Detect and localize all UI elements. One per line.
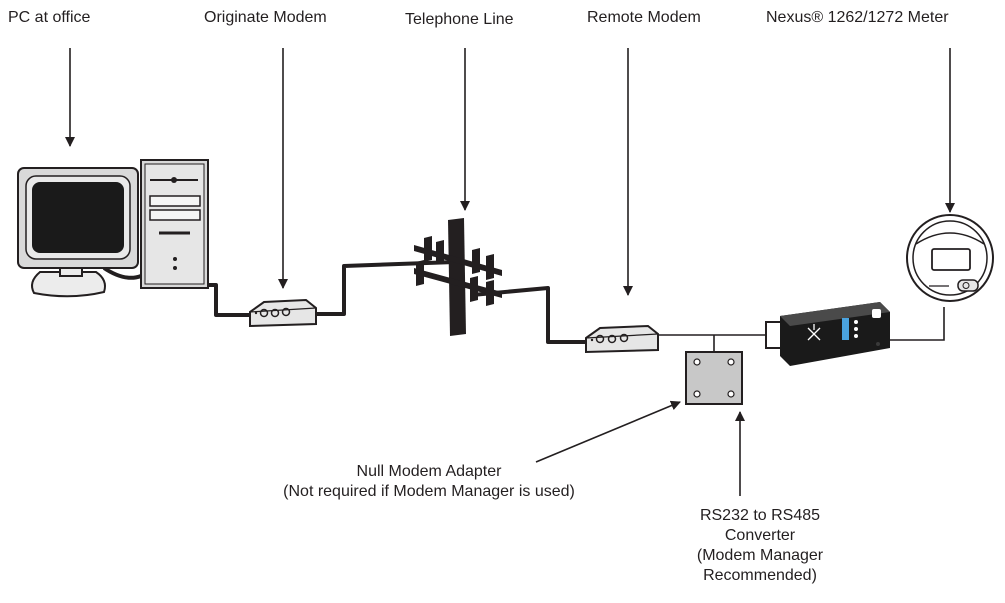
pc-to-modem-cable	[200, 285, 250, 315]
telephone-pole-icon	[414, 218, 502, 336]
converter-label-line1: RS232 to RS485	[680, 506, 840, 526]
null-modem-arrow	[536, 402, 680, 462]
tower-icon	[141, 160, 208, 288]
originate-modem-icon	[250, 300, 316, 326]
telephone-line-label: Telephone Line	[405, 10, 514, 30]
remote-modem-label: Remote Modem	[587, 8, 701, 28]
meter-label: Nexus® 1262/1272 Meter	[766, 8, 949, 28]
rs485-link	[888, 307, 944, 340]
meter-interface-icon	[766, 302, 890, 366]
null-modem-label-line1: Null Modem Adapter	[244, 462, 614, 482]
converter-label-line2: Converter	[680, 526, 840, 546]
null-modem-label-line2: (Not required if Modem Manager is used)	[244, 482, 614, 502]
pc-label: PC at office	[8, 8, 90, 28]
originate-modem-label: Originate Modem	[204, 8, 327, 28]
converter-label: RS232 to RS485 Converter (Modem Manager …	[680, 506, 840, 586]
modem-to-pole-cable	[316, 262, 455, 314]
converter-label-line3: (Modem Manager	[680, 546, 840, 566]
nexus-meter-icon	[907, 215, 993, 301]
monitor-cable	[104, 268, 141, 278]
remote-modem-icon	[586, 326, 658, 352]
converter-label-line4: Recommended)	[680, 566, 840, 586]
null-modem-label: Null Modem Adapter (Not required if Mode…	[244, 462, 614, 502]
converter-box-icon	[686, 352, 742, 404]
